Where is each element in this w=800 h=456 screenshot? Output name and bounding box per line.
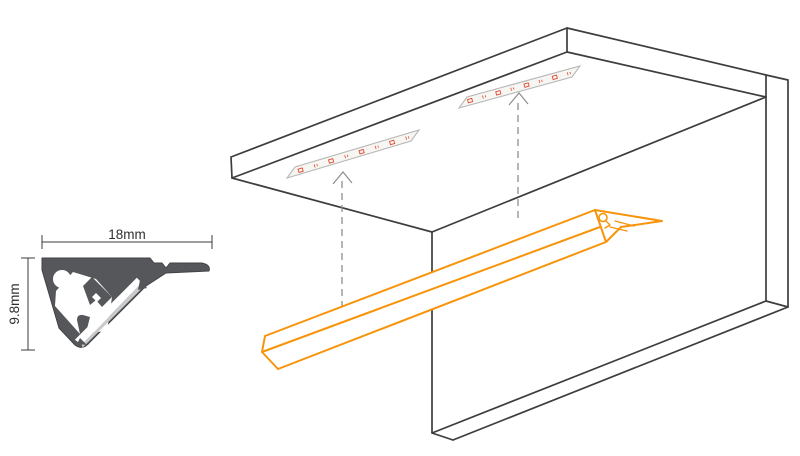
height-dimension-label: 9.8mm [7, 283, 22, 324]
cabinet-back-panel-bottom [431, 300, 789, 441]
cabinet-back-panel-edge [431, 231, 454, 441]
cabinet-side-panel [765, 74, 789, 308]
arrow-up-icon [508, 92, 529, 106]
profile-channel-lip-bottom [77, 338, 87, 345]
profile-diffuser-strip [81, 282, 145, 348]
arrow-up-icon [332, 171, 353, 185]
profile-bar-edges [261, 209, 607, 370]
width-dimension-line [41, 235, 213, 249]
width-dimension: 18mm [41, 227, 213, 249]
profile-end-face [594, 209, 663, 243]
profile-led-channel [74, 277, 142, 345]
mounting-arrow-left [332, 171, 353, 306]
led-strip-left-leds [297, 136, 410, 174]
mounting-arrows [332, 92, 529, 306]
led-profile-3d [261, 209, 663, 370]
profile-bar-fill [262, 210, 662, 369]
height-dimension-line [21, 257, 35, 351]
led-strip-right [457, 65, 582, 109]
width-dimension-label: 18mm [108, 227, 146, 242]
profile-clip-tab [83, 277, 112, 307]
led-strip-left [285, 129, 421, 179]
profile-clip-notch [92, 293, 101, 302]
led-strip-right-leds [466, 71, 571, 104]
mounting-arrow-right [508, 92, 529, 220]
profile-end-screw-hole [598, 212, 608, 223]
cabinet-top-right-edge [566, 27, 767, 98]
profile-channel-lip-top [138, 280, 147, 290]
cabinet-top-front-edge [230, 27, 568, 179]
height-dimension: 9.8mm [7, 257, 35, 351]
profile-cross-section-2d: 18mm 9.8mm [7, 227, 213, 351]
led-strips [285, 65, 582, 179]
profile-end-clip-detail [604, 220, 635, 232]
